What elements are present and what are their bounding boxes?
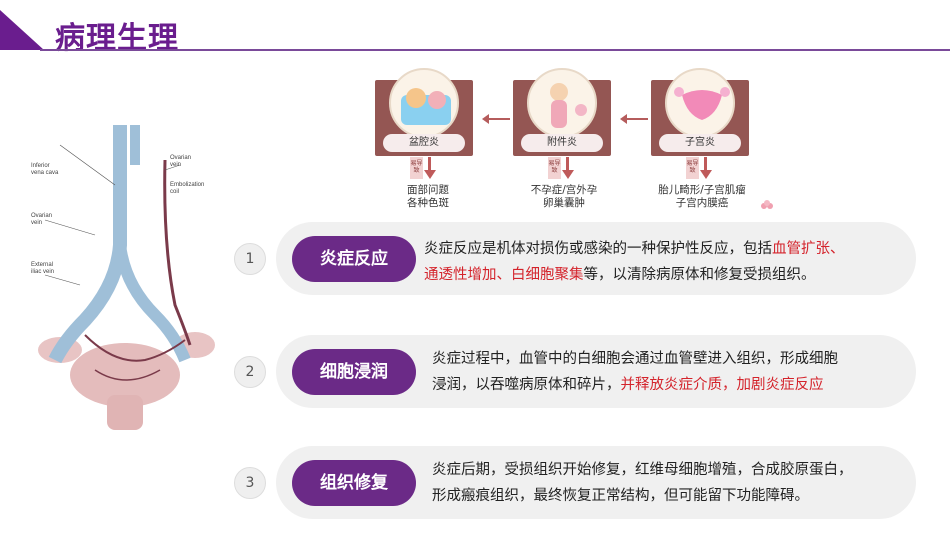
down-arrow-2 — [562, 170, 574, 179]
flow-caption-1: 盆腔炎 — [383, 134, 465, 152]
flow-box-uterine-inflammation: 子宫炎 — [651, 68, 749, 156]
flow-box-adnexitis: 附件炎 — [513, 68, 611, 156]
plexus-path-2 — [94, 369, 161, 381]
flow-illustration-3 — [665, 68, 735, 138]
row-label-2: 细胞浸润 — [292, 349, 416, 395]
row-text-1: 炎症反应是机体对损伤或感染的一种保护性反应，包括血管扩张、 通透性增加、白细胞聚… — [424, 241, 845, 283]
label-line-3 — [44, 219, 96, 236]
header-divider — [40, 49, 950, 51]
flow-arrow-left-2 — [620, 114, 648, 124]
row-text-3: 炎症后期，受损组织开始修复，红维母细胞增殖，合成胶原蛋白， 形成瘢痕组织，最终恢… — [432, 462, 853, 504]
tag-leads-to-2: 易导致 — [548, 157, 561, 179]
flow-illustration-1 — [389, 68, 459, 138]
tag-leads-to-3: 易导致 — [686, 157, 699, 179]
plexus-path — [84, 334, 186, 362]
flow-outcome-3: 胎儿畸形/子宫肌瘤子宫内膜癌 — [658, 184, 746, 209]
row-text-2: 炎症过程中，血管中的白细胞会通过血管壁进入组织，形成细胞 浸润，以吞噬病原体和碎… — [432, 351, 838, 393]
label-line-2 — [164, 164, 181, 171]
ovarian-vein-path — [163, 159, 192, 346]
flow-illustration-2 — [527, 68, 597, 138]
label-line-1 — [59, 144, 116, 186]
row-label-1: 炎症反应 — [292, 236, 416, 282]
row-label-3: 组织修复 — [292, 460, 416, 506]
flow-outcome-1: 面部问题各种色斑 — [407, 184, 449, 209]
row-number-2: 2 — [234, 356, 266, 388]
flow-arrow-left-1 — [482, 114, 510, 124]
cervix-shape — [107, 395, 143, 430]
row-number-1: 1 — [234, 243, 266, 275]
down-arrow-stem-2 — [566, 157, 569, 171]
flow-outcome-2: 不孕症/宫外孕卵巢囊肿 — [530, 184, 598, 209]
label-line-4 — [44, 274, 81, 286]
header-triangle-decoration — [0, 10, 44, 50]
vein-drawing — [38, 125, 215, 430]
flower-decoration-icon — [761, 200, 773, 209]
uterus-shape — [70, 343, 180, 407]
flow-caption-2: 附件炎 — [521, 134, 603, 152]
down-arrow-stem-3 — [704, 157, 707, 171]
flow-caption-3: 子宫炎 — [659, 134, 741, 152]
row-number-3: 3 — [234, 467, 266, 499]
down-arrow-1 — [424, 170, 436, 179]
down-arrow-stem-1 — [428, 157, 431, 171]
down-arrow-3 — [700, 170, 712, 179]
tag-leads-to-1: 易导致 — [410, 157, 423, 179]
flow-box-pelvic-inflammation: 盆腔炎 — [375, 68, 473, 156]
right-iliac-vein-path — [114, 244, 191, 363]
left-iliac-vein-path — [48, 125, 127, 364]
